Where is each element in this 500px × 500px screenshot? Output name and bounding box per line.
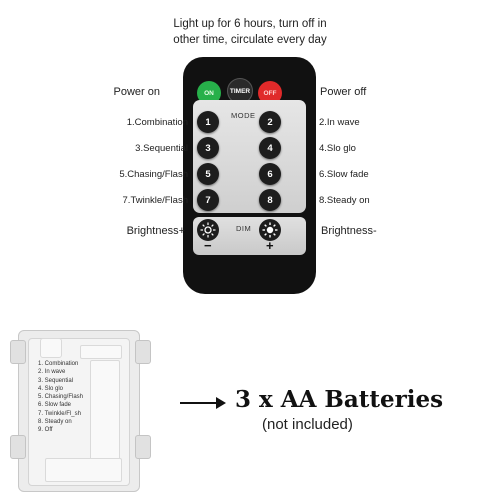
label-chasing-flash: 5.Chasing/Flash xyxy=(119,169,188,180)
arrow-head-icon xyxy=(216,397,226,409)
list-item: 2. In wave xyxy=(38,369,66,376)
label-slo-glo: 4.Slo glo xyxy=(319,143,356,154)
label-in-wave: 2.In wave xyxy=(319,117,360,128)
label-power-off: Power off xyxy=(320,86,367,98)
mode-button-6[interactable]: 6 xyxy=(259,163,281,185)
label-twinkle-flash: 7.Twinkle/Flash xyxy=(122,195,188,206)
list-item: 6. Slow fade xyxy=(38,402,72,409)
minus-sign: − xyxy=(204,238,212,253)
mode-button-1[interactable]: 1 xyxy=(197,111,219,133)
box-clip xyxy=(135,435,151,459)
batteries-subtitle: (not included) xyxy=(262,416,353,433)
caption: Light up for 6 hours, turn off in other … xyxy=(110,16,390,48)
dim-label: DIM xyxy=(236,224,252,233)
box-clip xyxy=(135,340,151,364)
label-brightness-minus: Brightness- xyxy=(321,225,377,237)
list-item: 9. Off xyxy=(38,427,53,434)
battery-slot xyxy=(45,458,122,482)
arrow-icon xyxy=(180,402,218,404)
list-item: 8. Steady on xyxy=(38,419,72,426)
brightness-down-button[interactable] xyxy=(259,219,281,241)
mode-button-5[interactable]: 5 xyxy=(197,163,219,185)
mode-button-8[interactable]: 8 xyxy=(259,189,281,211)
brightness-up-button[interactable] xyxy=(197,219,219,241)
sun-icon xyxy=(262,222,278,238)
mode-button-7[interactable]: 7 xyxy=(197,189,219,211)
label-steady-on: 8.Steady on xyxy=(319,195,370,206)
label-slow-fade: 6.Slow fade xyxy=(319,169,369,180)
list-item: 7. Twinkle/Fl_sh xyxy=(38,410,81,417)
list-item: 1. Combination xyxy=(38,361,79,367)
mode-button-4[interactable]: 4 xyxy=(259,137,281,159)
list-item: 5. Chasing/Flash xyxy=(38,394,84,401)
batteries-title: 3 x AA Batteries xyxy=(235,386,444,413)
list-item: 3. Sequential xyxy=(38,377,74,384)
label-combination: 1.Combination xyxy=(126,117,188,128)
caption-line-2: other time, circulate every day xyxy=(173,34,327,46)
mode-label: MODE xyxy=(231,111,256,120)
label-brightness-plus: Brightness+ xyxy=(126,225,185,237)
caption-line-1: Light up for 6 hours, turn off in xyxy=(173,18,327,30)
battery-slot xyxy=(90,360,120,462)
sun-icon xyxy=(200,222,216,238)
led-window xyxy=(80,345,122,359)
label-sequential: 3.Sequential xyxy=(135,143,188,154)
box-clip xyxy=(10,435,26,459)
list-item: 4. Slo glo xyxy=(38,385,64,392)
mode-button-3[interactable]: 3 xyxy=(197,137,219,159)
power-switch[interactable] xyxy=(40,338,62,358)
plus-sign: + xyxy=(266,238,274,253)
box-mode-list: 1. Combination 2. In wave 3. Sequential … xyxy=(38,360,83,435)
label-power-on: Power on xyxy=(113,86,160,98)
box-clip xyxy=(10,340,26,364)
mode-button-2[interactable]: 2 xyxy=(259,111,281,133)
